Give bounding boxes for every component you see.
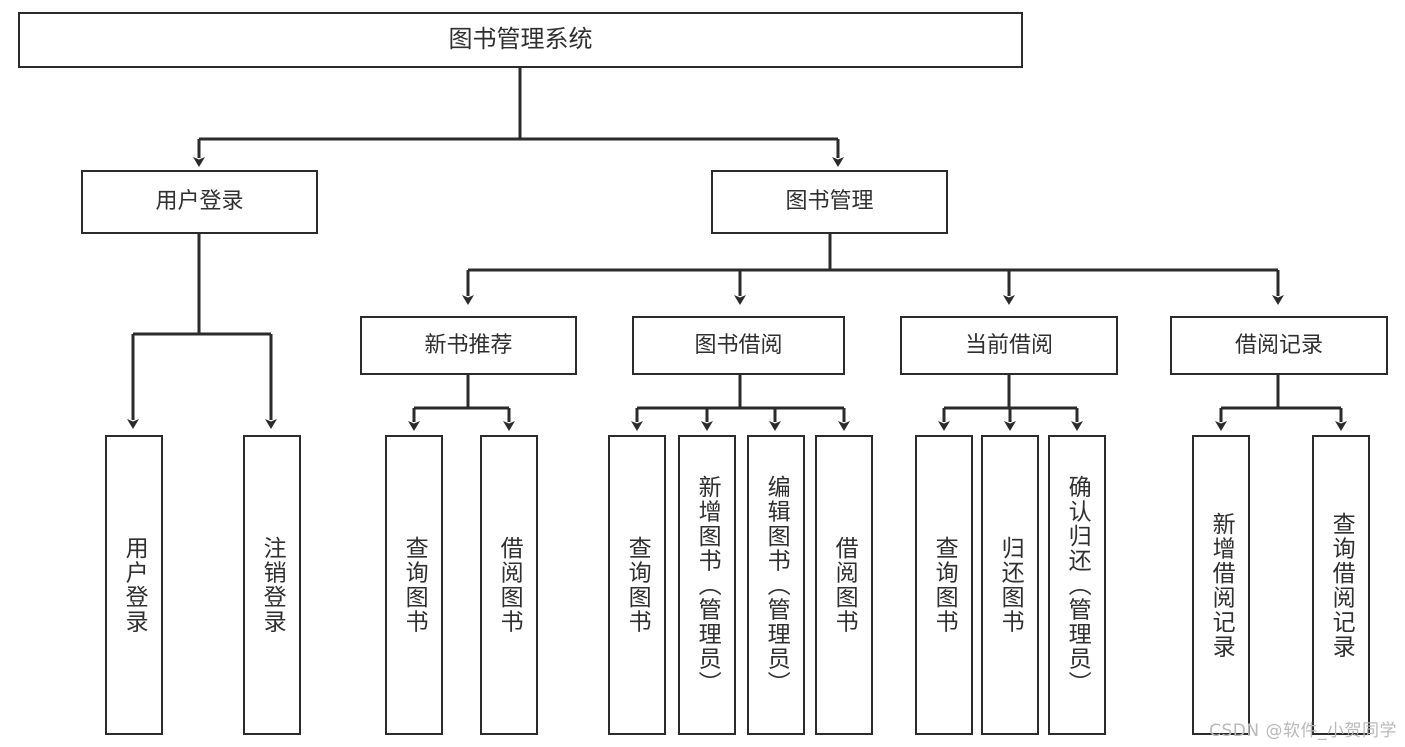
leaf-label: 查询图书 (401, 536, 428, 634)
leaf-label: 新增借阅记录 (1208, 511, 1235, 659)
leaf-label: 用户登录 (121, 536, 148, 634)
leaf-user-login[interactable]: 用户登录 (105, 435, 163, 735)
leaf-add-book[interactable]: 新增图书（管理员） (678, 435, 736, 735)
leaf-label: 确认归还（管理员） (1064, 474, 1091, 696)
leaf-label: 查询图书 (931, 536, 958, 634)
leaf-label: 查询图书 (624, 536, 651, 634)
node-borrow-record[interactable]: 借阅记录 (1170, 316, 1388, 375)
leaf-query-book-2[interactable]: 查询图书 (608, 435, 666, 735)
node-current-borrow[interactable]: 当前借阅 (900, 316, 1118, 375)
leaf-query-book-1[interactable]: 查询图书 (385, 435, 443, 735)
node-book-manage[interactable]: 图书管理 (711, 170, 948, 234)
node-user-login[interactable]: 用户登录 (81, 170, 318, 234)
node-new-book-recommend[interactable]: 新书推荐 (360, 316, 577, 375)
leaf-borrow-book-2[interactable]: 借阅图书 (815, 435, 873, 735)
leaf-label: 新增图书（管理员） (694, 474, 721, 696)
leaf-query-book-3[interactable]: 查询图书 (915, 435, 973, 735)
leaf-label: 归还图书 (997, 536, 1024, 634)
leaf-label: 查询借阅记录 (1328, 511, 1355, 659)
leaf-label: 编辑图书（管理员） (763, 474, 790, 696)
watermark-text: CSDN @软件_小贺同学 (1209, 721, 1397, 741)
leaf-label: 借阅图书 (831, 536, 858, 634)
node-root-system[interactable]: 图书管理系统 (18, 12, 1023, 68)
leaf-edit-book[interactable]: 编辑图书（管理员） (747, 435, 805, 735)
node-book-borrow[interactable]: 图书借阅 (632, 316, 845, 375)
leaf-add-record[interactable]: 新增借阅记录 (1192, 435, 1250, 735)
leaf-return-book[interactable]: 归还图书 (981, 435, 1039, 735)
leaf-borrow-book-1[interactable]: 借阅图书 (480, 435, 538, 735)
leaf-confirm-return[interactable]: 确认归还（管理员） (1048, 435, 1106, 735)
leaf-query-record[interactable]: 查询借阅记录 (1312, 435, 1370, 735)
leaf-label: 借阅图书 (496, 536, 523, 634)
leaf-user-logout[interactable]: 注销登录 (243, 435, 301, 735)
leaf-label: 注销登录 (259, 536, 286, 634)
